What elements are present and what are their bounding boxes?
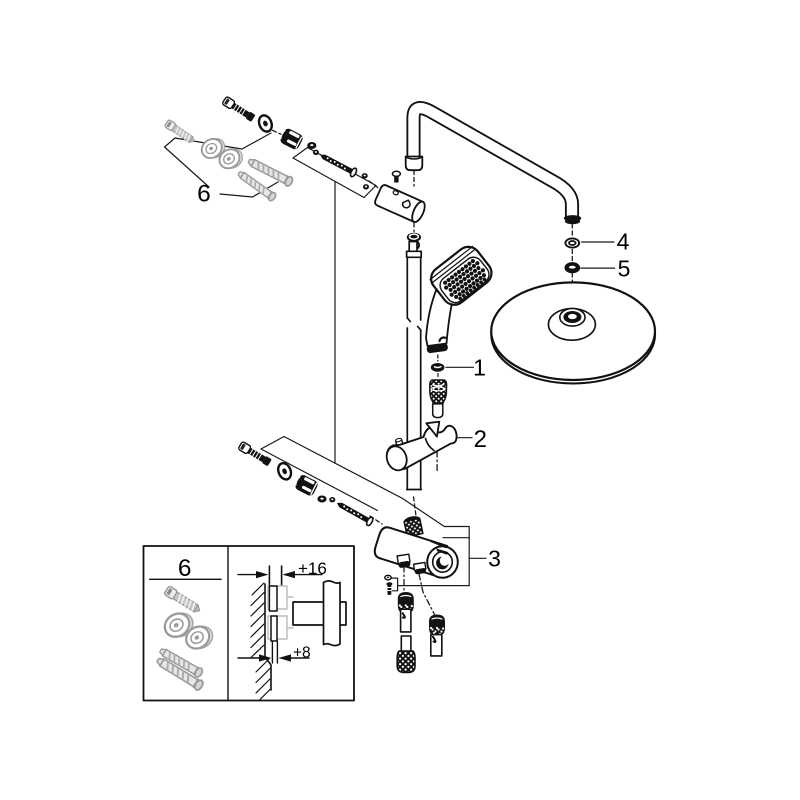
svg-text:+16: +16 xyxy=(298,559,327,578)
svg-text:+8: +8 xyxy=(293,644,311,661)
svg-text:1: 1 xyxy=(473,354,486,380)
svg-text:6: 6 xyxy=(178,555,192,582)
svg-text:4: 4 xyxy=(617,229,630,255)
svg-text:5: 5 xyxy=(618,255,631,281)
svg-text:2: 2 xyxy=(474,426,487,453)
svg-text:6: 6 xyxy=(197,180,211,207)
svg-text:3: 3 xyxy=(488,546,501,572)
